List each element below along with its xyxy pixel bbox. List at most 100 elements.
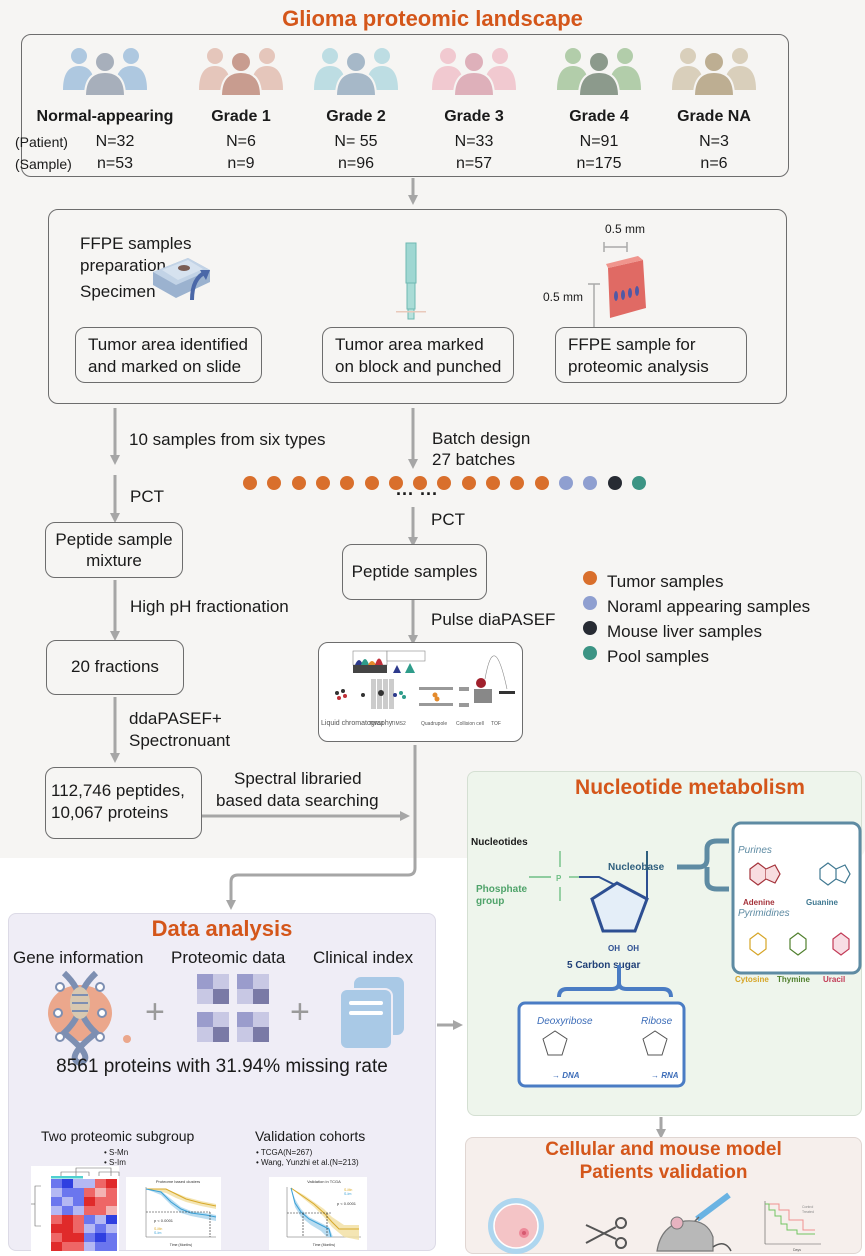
subgroup-title: Two proteomic subgroup: [41, 1128, 195, 1144]
heatmap-cell: [84, 1224, 95, 1233]
left-arrow-label-3: High pH fractionation: [130, 597, 289, 616]
km1-title: Proteome based clusters: [156, 1179, 200, 1184]
heatmap-cell: [95, 1242, 106, 1251]
prep-step-line1: FFPE sample for: [568, 335, 696, 354]
heatmap-cell: [51, 1206, 62, 1215]
heatmap-cell: [95, 1215, 106, 1224]
sample-count: n=175: [576, 155, 622, 172]
svg-text:OH: OH: [608, 944, 620, 953]
batch-dot-mouse: [607, 476, 622, 490]
heatmap-cell: [84, 1233, 95, 1242]
subgroup-bullets: • S-Mn • S-Im: [104, 1148, 129, 1167]
batch-dot-tumor: [510, 476, 525, 490]
km1-legend-2: S-Im: [154, 1231, 161, 1235]
validation-title-line1: Cellular and mouse model: [545, 1139, 782, 1160]
sugar-ribose: Ribose: [641, 1016, 673, 1027]
heatmap-cell: [106, 1224, 117, 1233]
legend-dot-pool: [583, 646, 597, 660]
heatmap-cell: [51, 1179, 62, 1188]
validation-panel-title: Cellular and mouse model Patients valida…: [465, 1138, 862, 1184]
heatmap-cell: [84, 1197, 95, 1206]
km2-xlabel: Time (Months): [313, 1243, 335, 1247]
sample-row-label: (Sample): [15, 156, 72, 172]
legend-label-tumor: Tumor samples: [607, 572, 724, 591]
label-lc: Liquid chromatography: [321, 720, 393, 727]
input-gene-info: Gene information: [13, 948, 144, 967]
km2-legend-1: S-Mn: [344, 1188, 352, 1192]
km1-pvalue: p < 0.0001: [154, 1218, 174, 1223]
clinical-documents-icon: [339, 977, 404, 1050]
phosphate-label-1: Phosphate: [476, 884, 528, 895]
library-line2: 10,067 proteins: [51, 803, 169, 822]
legend-dot-mouse: [583, 621, 597, 635]
prep-step-line1: Tumor area identified: [88, 335, 249, 354]
batch-dot-tumor: [437, 476, 452, 490]
heatmap-cell: [51, 1215, 62, 1224]
km1-xlabel: Time (Months): [170, 1243, 192, 1247]
people-group-icon: [199, 48, 283, 97]
heatmap-cell: [62, 1179, 73, 1188]
patient-count: N= 55: [334, 133, 378, 150]
patient-count: N=33: [454, 133, 494, 150]
heatmap-cell: [84, 1206, 95, 1215]
left-arrow-label-4a: ddaPASEF+: [129, 709, 222, 728]
batch-dot-tumor: [315, 476, 330, 490]
validation-bullet-1: TCGA(N=267): [260, 1148, 313, 1157]
sugar-label: 5 Carbon sugar: [567, 960, 641, 971]
pyrimidine-thymine: Thymine: [777, 975, 810, 984]
heatmap-cell: [95, 1179, 106, 1188]
people-group-icon: [557, 48, 641, 97]
heatmap-cell: [73, 1215, 84, 1224]
main-title: Glioma proteomic landscape: [282, 6, 583, 31]
patient-count: N=32: [95, 133, 135, 150]
heatmap-cell: [106, 1206, 117, 1215]
heatmap-cell: [62, 1233, 73, 1242]
mouse-injection-icon: [656, 1192, 732, 1252]
group-name: Grade NA: [677, 108, 751, 125]
heatmap-cell: [62, 1206, 73, 1215]
purine-adenine: Adenine: [743, 898, 775, 907]
heatmap-cell: [73, 1233, 84, 1242]
patient-row-label: (Patient): [15, 134, 68, 150]
heatmap-cell: [106, 1242, 117, 1251]
peptide-mixture-line2: mixture: [86, 551, 142, 570]
heatmap-cell: [62, 1215, 73, 1224]
heatmap-cell: [62, 1188, 73, 1197]
heatmap-cell: [106, 1179, 117, 1188]
biopsy-punch-icon: [396, 242, 426, 320]
people-group-icon: [314, 48, 398, 97]
input-proteomic-data: Proteomic data: [171, 948, 286, 967]
dimension-top-label: 0.5 mm: [605, 222, 646, 236]
people-group-icon: [672, 48, 756, 97]
subgroup-bullet-1: S-Mn: [109, 1148, 129, 1157]
fractions-box: 20 fractions: [46, 640, 184, 695]
prep-step-line2: on block and punched: [335, 357, 502, 376]
heatmap-cell: [73, 1224, 84, 1233]
km1-legend-1: S-Mn: [154, 1227, 162, 1231]
pyrimidine-cytosine: Cytosine: [735, 975, 769, 984]
batch-dot-tumor: [486, 476, 500, 490]
batch-dot-tumor: [364, 476, 379, 490]
left-arrow-label-4b: Spectronuant: [129, 731, 231, 750]
label-tims1: TIMS1: [369, 721, 384, 727]
dna-icon: [48, 970, 131, 1066]
heatmap-cell: [73, 1179, 84, 1188]
legend-label-normal: Noraml appearing samples: [607, 597, 811, 616]
km-plot-validation: Validation in TCGA p < 0.0001 S-Mn S-Im …: [269, 1177, 367, 1250]
purines-label: Purines: [738, 845, 772, 856]
curve-legend-treated: Treated: [802, 1210, 814, 1214]
timstof-schematic: Liquid chromatography TIMS1 TIMS2 Quadru…: [318, 642, 523, 742]
heatmap-cell: [62, 1242, 73, 1251]
tissue-cube-icon: [588, 242, 646, 329]
sample-count: n=96: [337, 155, 375, 172]
slide-block-icon: [153, 258, 210, 301]
heatmap-cell: [51, 1242, 62, 1251]
phosphate-label: Phosphate group: [476, 884, 527, 908]
group-name: Grade 2: [326, 108, 386, 125]
input-clinical-index: Clinical index: [313, 948, 414, 967]
phosphate-label-2: group: [476, 896, 505, 907]
fractions-text: 20 fractions: [71, 657, 159, 676]
people-group-icon: [432, 48, 516, 97]
